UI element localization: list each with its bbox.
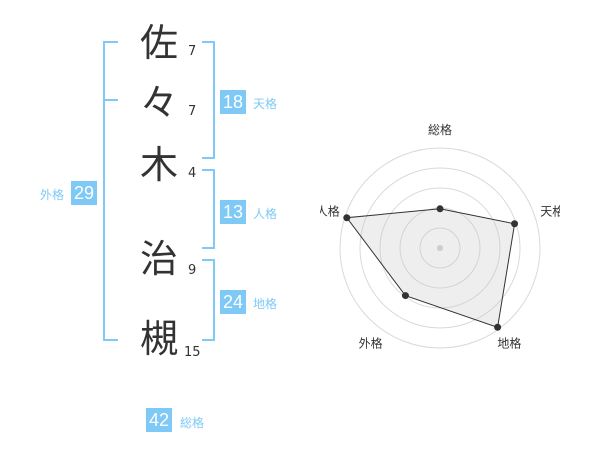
radar-points: [343, 205, 519, 331]
stroke-count-3: 4: [188, 166, 197, 181]
radar-point-地格: [494, 323, 502, 331]
gaikaku-value-badge: 29: [71, 181, 98, 205]
name-char-1: 佐: [140, 21, 179, 65]
radar-ring-1: [419, 227, 461, 269]
radar-ring-4: [359, 167, 521, 329]
radar-point-人格: [343, 214, 351, 222]
tenkaku-value-badge: 18: [220, 90, 247, 114]
radar-center-dot: [437, 245, 443, 251]
name-char-4: 治: [140, 237, 179, 281]
radar-point-総格: [436, 205, 444, 213]
stroke-count-2: 7: [188, 104, 197, 119]
jinkaku-value-badge: 13: [220, 200, 247, 224]
radar-axis-label-外格: 外格: [359, 335, 383, 350]
radar-axis-label-天格: 天格: [540, 204, 560, 219]
chikaku-bracket: [202, 259, 215, 341]
radar-data-polygon: [345, 208, 516, 328]
radar-axis-label-人格: 人格: [320, 204, 340, 219]
tenkaku-label: 天格: [253, 97, 278, 111]
radar-point-天格: [511, 220, 519, 228]
tenkaku-bracket: [202, 41, 215, 159]
radar-ring-5: [339, 147, 541, 349]
name-char-3: 木: [140, 143, 179, 187]
jinkaku-label: 人格: [253, 207, 278, 221]
name-char-5: 槻: [140, 317, 179, 361]
soukaku-label: 総格: [180, 416, 205, 430]
soukaku-value-badge: 42: [146, 408, 173, 432]
name-char-2: 々: [140, 81, 179, 125]
radar-axis-label-地格: 地格: [497, 335, 521, 350]
chikaku-label: 地格: [253, 297, 278, 311]
gaikaku-bracket: [103, 41, 118, 341]
stroke-count-5: 15: [184, 345, 201, 360]
gaikaku-label: 外格: [40, 188, 65, 202]
radar-point-外格: [401, 292, 409, 300]
radar-axis-label-総格: 総格: [428, 122, 452, 137]
stroke-count-4: 9: [188, 263, 197, 278]
jinkaku-bracket: [202, 169, 215, 249]
stroke-count-1: 7: [188, 44, 197, 59]
chikaku-value-badge: 24: [220, 290, 247, 314]
